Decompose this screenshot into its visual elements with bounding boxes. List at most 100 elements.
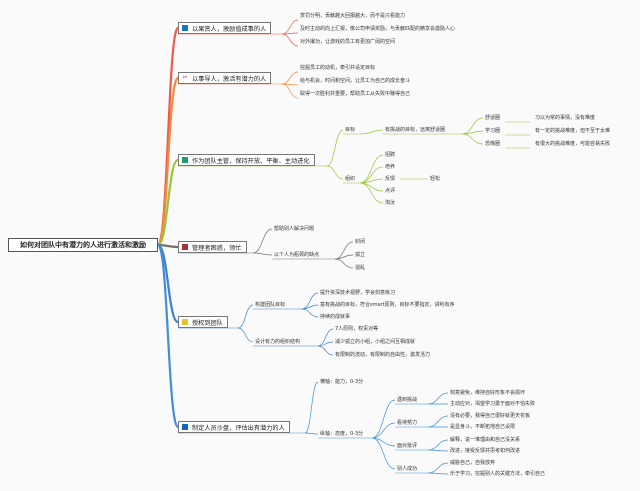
people-icon [182, 244, 188, 250]
zone-name: 学习圈 [485, 128, 501, 134]
attitude-leaf-connector [427, 462, 449, 474]
branch-title: 制定人员沙盘，评估出有潜力的人 [192, 424, 285, 432]
scissors-icon: ✂ [182, 74, 188, 81]
leaf: 乐于学习，挖掘别人的关键方法，牵引自己 [450, 471, 546, 477]
leaf: 取得一次胜利并重要，帮助员工从失败中赚得自己 [300, 91, 411, 97]
leaf: 有限制的流动，有限制的自由性，激发活力 [335, 352, 431, 358]
leaf: 减少孤立的小组，小组之间互相成就 [335, 339, 416, 345]
group-item-connector [317, 345, 334, 356]
org-item: 培养 [385, 164, 396, 170]
goal-text: 有挑战的目标，远离舒适圈 [385, 127, 446, 133]
leaf-connector [281, 33, 299, 47]
branch-title: 授权到团队 [192, 319, 223, 327]
help-text: 帮助别人解决问题 [274, 226, 315, 232]
axis-attitude: 纵轴：态度，0-3分 [320, 431, 364, 437]
attitude-name: 面对批评 [397, 443, 418, 449]
org-item-connector [359, 154, 384, 184]
leaf: 及时主动的向上汇报，像公司申请奖励，与贡献匹配的精享会激励人心 [300, 26, 456, 32]
attitude-leaf-connector [427, 472, 449, 475]
leaf: 威胁自己，自我放弃 [450, 460, 496, 466]
branch-manager-confusion[interactable]: 管理者困惑，领忙 [178, 241, 247, 253]
attitude-leaf-connector [427, 415, 449, 428]
leaf: 提升资深技术视野，学会刻意练习 [320, 290, 396, 296]
branch-delegate-to-team[interactable]: 授权到团队 [178, 316, 228, 328]
square-icon [182, 157, 188, 163]
zone-name: 舒适圈 [485, 115, 501, 121]
org-label: 组织 [345, 176, 356, 182]
thumbs-up-icon [182, 319, 188, 325]
group-label: 构建团队目标 [255, 302, 286, 308]
group-connector [237, 304, 254, 329]
leaf: 是显身斗，不断拓地自己设限 [450, 424, 516, 430]
org-item: 淘汰 [385, 200, 396, 206]
goal-label: 目标 [345, 127, 356, 133]
attitude-leaf-connector [427, 439, 449, 451]
root-to-branch-connector [156, 26, 180, 247]
attitude-connector [371, 437, 396, 470]
cut-item-connector [334, 241, 354, 260]
leaf: 解释，说一堆理由和自己没关系 [450, 437, 521, 443]
attitude-leaf-connector [427, 449, 449, 452]
org-item: 反馈 [385, 176, 396, 182]
org-item: 点评 [385, 188, 396, 194]
leaf: 主动应对，渴望学习勇于面对不怕失败 [450, 401, 536, 407]
branch-open-balanced-evolving[interactable]: 作为团队主管，保持开放、平衡、主动进化 [178, 154, 315, 166]
zone-desc: 习以为常的事情，没有难度 [535, 115, 596, 121]
leaf-connector [281, 71, 299, 85]
cut-connector [252, 252, 273, 256]
branch-title: 管理者困惑，领忙 [192, 244, 242, 252]
cut-item-connector [334, 258, 354, 269]
zone-connector [461, 133, 484, 145]
leaf-connector [281, 19, 299, 35]
flag-icon [182, 424, 188, 430]
cut-item: 孤立 [355, 252, 366, 258]
org-connector [326, 165, 344, 180]
leaf: 赏罚分明，贡献越大回报越大，而不是只看能力 [300, 13, 406, 19]
help-connector [252, 228, 273, 254]
group-item-connector [301, 308, 319, 318]
org-item: 招聘 [385, 152, 396, 158]
zone-desc: 有很大的挑战难度，可能容易失败 [535, 141, 611, 147]
leaf: 富有挑战的目标，符合smart原则，目标不要指定，讲利有序 [320, 302, 455, 308]
cut-item: 封闭 [355, 239, 366, 245]
leaf: 对外撮功，让游戏的员工有更加广阔的空间 [300, 39, 396, 45]
group-label: 设计有力的组织结构 [255, 339, 301, 345]
org-note: 轻松 [430, 176, 441, 182]
group-item-connector [301, 292, 319, 310]
zone-desc: 有一定的挑战难度，但不至于太难 [535, 128, 611, 134]
attitude-connector [371, 422, 396, 439]
cut-label: 以个人为瓶颈的缺点 [274, 252, 320, 258]
group-connector [237, 327, 254, 343]
root-node[interactable]: 如何对团队中有潜力的人进行激活和激励 [8, 238, 158, 252]
root-to-branch-connector [156, 158, 180, 247]
flag-icon [182, 25, 188, 31]
attitude-name: 看待努力 [397, 420, 418, 426]
org-item-connector [359, 166, 384, 184]
axis-connector [304, 432, 319, 435]
org-item-connector [359, 182, 384, 204]
org-item-connector [359, 182, 384, 192]
leaf-connector [281, 83, 299, 99]
leaf: 刻意避免，维持自好形象不会损坏 [450, 390, 526, 396]
branch-title: 以果赏人，激励值成事的人 [192, 25, 267, 33]
axis-ability: 横轴：能力，0-3分 [320, 379, 364, 385]
root-to-branch-connector [156, 243, 180, 324]
root-to-branch-connector [156, 243, 180, 429]
zone-name: 恐慌圈 [485, 141, 501, 147]
zone-connector [461, 130, 484, 135]
leaf: 给与机会，时间和空间，让员工为自己的成长奋斗 [300, 78, 411, 84]
zone-connector [461, 117, 484, 135]
cut-item: 混乱 [355, 265, 366, 271]
branch-talent-sandbox[interactable]: 制定人员沙盘，评估出有潜力的人 [178, 421, 290, 433]
goal-connector [326, 129, 344, 167]
attitude-name: 别人成功 [397, 466, 418, 472]
group-item-connector [317, 328, 334, 347]
goal-text-connector [359, 129, 384, 135]
branch-reward-by-results[interactable]: 以果赏人，激励值成事的人 [178, 22, 272, 34]
leaf: 改进，接受反馈并思考如何改进 [450, 448, 521, 454]
leaf: 挖掘员工的动机，牵引并设定目标 [300, 65, 376, 71]
branch-guide-by-tasks[interactable]: ✂ 以事导人，激活有潜力的人 [178, 72, 272, 84]
leaf: 持续的成就事 [320, 314, 351, 320]
leaf: 7人原则，权责对等 [335, 326, 379, 332]
